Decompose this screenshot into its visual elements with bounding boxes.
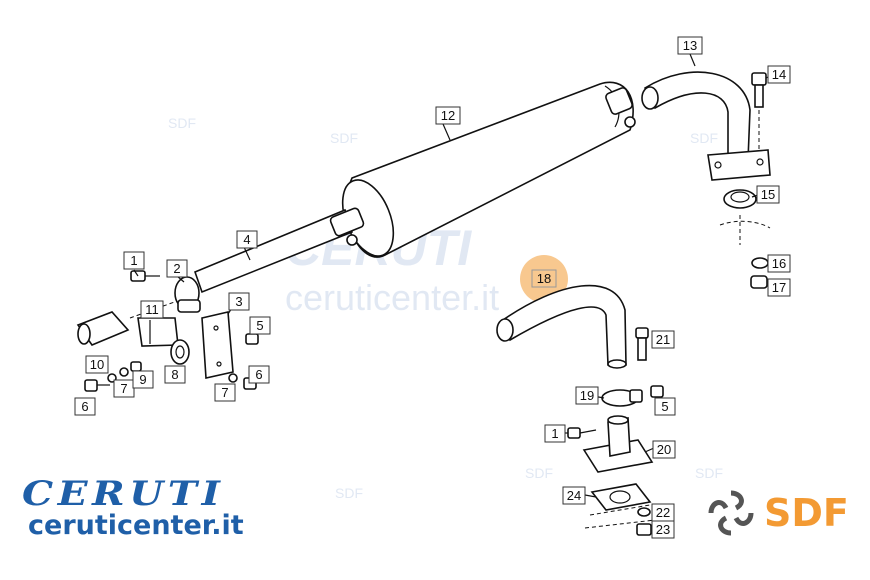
callout-19: 19	[575, 386, 599, 405]
svg-text:21: 21	[656, 332, 670, 347]
bracket-11	[137, 317, 179, 347]
callout-24: 24	[562, 486, 586, 505]
hardware-left	[84, 270, 259, 392]
callout-9: 9	[132, 370, 154, 389]
callout-2: 2	[166, 259, 188, 278]
svg-text:8: 8	[171, 367, 178, 382]
gasket-24	[584, 483, 656, 529]
sdf-emblem-icon	[708, 490, 754, 536]
svg-text:23: 23	[656, 522, 670, 537]
callout-11: 11	[140, 300, 164, 319]
silencer-outlet-clamp	[605, 87, 636, 128]
svg-text:12: 12	[441, 108, 455, 123]
svg-text:SDF: SDF	[168, 115, 196, 131]
silencer	[341, 81, 634, 258]
svg-text:4: 4	[243, 232, 250, 247]
callout-12: 12	[435, 106, 461, 125]
svg-text:SDF: SDF	[330, 130, 358, 146]
callout-18: 18	[531, 269, 557, 288]
callout-1-right: 1	[544, 424, 566, 443]
callout-15: 15	[756, 185, 780, 204]
nut-17	[750, 275, 768, 289]
callout-23: 23	[651, 520, 675, 539]
svg-text:5: 5	[256, 318, 263, 333]
svg-text:1: 1	[551, 426, 558, 441]
svg-text:17: 17	[772, 280, 786, 295]
svg-text:2: 2	[173, 261, 180, 276]
svg-text:SDF: SDF	[525, 465, 553, 481]
callout-7-right: 7	[214, 383, 236, 402]
callout-8: 8	[164, 365, 186, 384]
elbow-pipe-18	[496, 284, 627, 369]
callout-5-right: 5	[654, 397, 676, 416]
ceruti-logo: CERUTI	[22, 474, 225, 514]
svg-text:16: 16	[772, 256, 786, 271]
sdf-logo: SDF	[706, 488, 849, 538]
svg-text:6: 6	[81, 399, 88, 414]
flange-20	[582, 415, 654, 473]
svg-text:7: 7	[120, 381, 127, 396]
svg-text:10: 10	[90, 357, 104, 372]
svg-text:24: 24	[567, 488, 581, 503]
clamp-19	[601, 389, 643, 407]
svg-text:18: 18	[537, 271, 551, 286]
callout-5-left: 5	[249, 316, 271, 335]
callout-6-right: 6	[248, 365, 270, 384]
callout-14: 14	[767, 65, 791, 84]
svg-text:3: 3	[235, 294, 242, 309]
svg-text:6: 6	[255, 367, 262, 382]
svg-text:1: 1	[130, 253, 137, 268]
callout-17: 17	[767, 278, 791, 297]
svg-text:7: 7	[221, 385, 228, 400]
ceruti-url: ceruticenter.it	[28, 510, 244, 541]
svg-text:9: 9	[139, 372, 146, 387]
svg-text:15: 15	[761, 187, 775, 202]
washer-22	[637, 507, 651, 517]
callout-7-left: 7	[113, 379, 135, 398]
plate-3	[201, 311, 234, 379]
callout-22: 22	[651, 503, 675, 522]
nut-5-right	[650, 385, 664, 398]
callout-13: 13	[677, 36, 703, 55]
bolt-21	[635, 327, 649, 361]
washer-16	[751, 257, 769, 269]
svg-text:19: 19	[580, 388, 594, 403]
clamp-2	[174, 276, 201, 313]
bolt-1-right	[567, 427, 597, 439]
svg-text:13: 13	[683, 38, 697, 53]
gasket-15	[719, 189, 771, 245]
nut-23	[636, 523, 652, 536]
bolt-14	[751, 72, 767, 150]
callout-4: 4	[236, 230, 258, 249]
callout-10: 10	[85, 355, 109, 374]
callout-6-left: 6	[74, 397, 96, 416]
elbow-pipe-13	[641, 71, 771, 181]
callout-20: 20	[652, 440, 676, 459]
tail-pipe	[193, 207, 365, 294]
callout-1-left: 1	[123, 251, 145, 270]
callout-16: 16	[767, 254, 791, 273]
svg-text:5: 5	[661, 399, 668, 414]
svg-text:20: 20	[657, 442, 671, 457]
svg-text:14: 14	[772, 67, 786, 82]
svg-text:SDF: SDF	[690, 130, 718, 146]
svg-text:SDF: SDF	[695, 465, 723, 481]
svg-text:11: 11	[145, 302, 159, 317]
pipe-tip	[76, 299, 181, 346]
callout-3: 3	[228, 292, 250, 311]
sdf-text: SDF	[764, 491, 849, 535]
svg-text:SDF: SDF	[335, 485, 363, 501]
svg-text:22: 22	[656, 505, 670, 520]
watermark-url: ceruticenter.it	[285, 277, 499, 318]
rubber-mount-8	[170, 339, 190, 365]
callout-21: 21	[651, 330, 675, 349]
